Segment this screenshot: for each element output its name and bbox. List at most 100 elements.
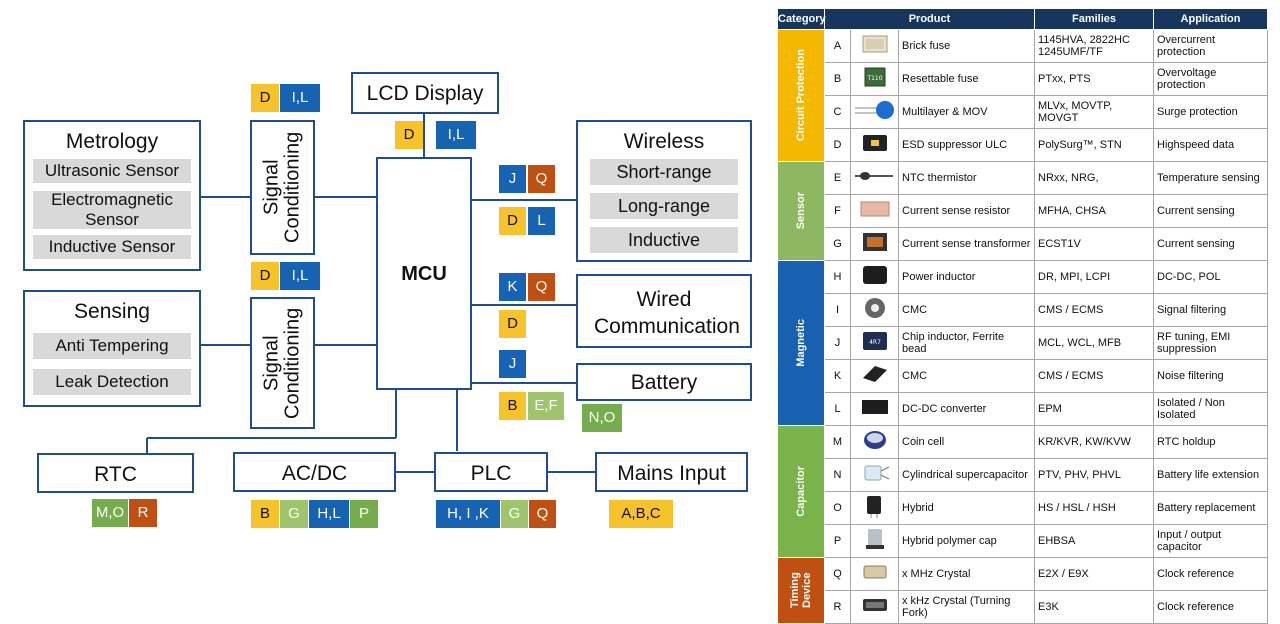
- product-application: Isolated / Non Isolated: [1153, 392, 1268, 426]
- product-families: PolySurg™, STN: [1034, 128, 1154, 162]
- product-image-cell: [850, 491, 899, 525]
- category-cell: Sensor: [777, 161, 825, 261]
- tag-j: J: [499, 165, 526, 193]
- metrology-block: Metrology Ultrasonic Sensor Electromagne…: [23, 120, 201, 271]
- tag-q: Q: [528, 165, 555, 193]
- chip-inductor-icon: 4R7: [857, 329, 893, 356]
- product-application: Clock reference: [1153, 557, 1268, 591]
- product-image-cell: [850, 227, 899, 261]
- category-cell: Timing Device: [777, 557, 825, 624]
- resettable-fuse-icon: T110: [857, 65, 893, 92]
- block-diagram: LCD Display Metrology Ultrasonic Sensor …: [23, 72, 752, 528]
- product-name: Current sense transformer: [898, 227, 1035, 261]
- product-name: Chip inductor, Ferrite bead: [898, 326, 1035, 360]
- product-families: CMS / ECMS: [1034, 359, 1154, 393]
- polymer-cap-icon: [857, 527, 893, 554]
- tag-l: L: [528, 207, 555, 235]
- product-name: Resettable fuse: [898, 62, 1035, 96]
- electromagnetic-sensor-label: Electromagnetic Sensor: [33, 190, 191, 229]
- tag-il: I,L: [436, 121, 476, 149]
- row-letter: B: [824, 62, 851, 96]
- product-name: Cylindrical supercapacitor: [898, 458, 1035, 492]
- product-name: Brick fuse: [898, 29, 1035, 63]
- product-image-cell: [850, 29, 899, 63]
- signal-conditioning-bottom-block: Signal Conditioning: [250, 297, 315, 429]
- product-application: Battery replacement: [1153, 491, 1268, 525]
- supercapacitor-icon: [857, 461, 893, 488]
- product-name: x kHz Crystal (Turning Fork): [898, 590, 1035, 624]
- product-application: Temperature sensing: [1153, 161, 1268, 195]
- product-name: Coin cell: [898, 425, 1035, 459]
- product-name: Multilayer & MOV: [898, 95, 1035, 129]
- rtc-block: RTC: [37, 453, 194, 493]
- cmc-smd-icon: [857, 362, 893, 389]
- row-letter: D: [824, 128, 851, 162]
- row-letter: G: [824, 227, 851, 261]
- product-image-cell: [850, 260, 899, 294]
- product-name: Hybrid polymer cap: [898, 524, 1035, 558]
- anti-tempering-label: Anti Tempering: [33, 333, 191, 359]
- product-families: 1145HVA, 2822HC 1245UMF/TF: [1034, 29, 1154, 63]
- tag-il: I,L: [280, 262, 320, 290]
- inductive-sensor-label: Inductive Sensor: [33, 235, 191, 259]
- acdc-label: AC/DC: [281, 462, 348, 485]
- mains-input-block: Mains Input: [595, 452, 748, 492]
- tag-g: G: [501, 500, 528, 528]
- product-application: DC-DC, POL: [1153, 260, 1268, 294]
- tag-g: G: [280, 500, 308, 528]
- tag-p: P: [350, 500, 378, 528]
- product-application: Current sensing: [1153, 227, 1268, 261]
- product-table: Category Product Families Application Ci…: [777, 8, 1268, 624]
- category-cell: Capacitor: [777, 425, 825, 558]
- header-category: Category: [777, 8, 826, 30]
- product-families: E3K: [1034, 590, 1154, 624]
- battery-label: Battery: [630, 371, 698, 394]
- tag-j: J: [499, 350, 526, 378]
- sensing-block: Sensing Anti Tempering Leak Detection: [23, 290, 201, 407]
- tag-d: D: [499, 207, 526, 235]
- tag-il: I,L: [280, 84, 320, 112]
- tag-q: Q: [528, 273, 555, 301]
- ultrasonic-sensor-label: Ultrasonic Sensor: [33, 159, 191, 183]
- mains-input-label: Mains Input: [617, 462, 726, 485]
- row-letter: J: [824, 326, 851, 360]
- sensing-title: Sensing: [74, 300, 150, 323]
- category-label: Circuit Protection: [794, 49, 807, 142]
- category-label: Timing Device: [788, 572, 813, 609]
- tag-d: D: [395, 121, 423, 149]
- tag-q: Q: [529, 500, 556, 528]
- row-letter: L: [824, 392, 851, 426]
- product-families: DR, MPI, LCPI: [1034, 260, 1154, 294]
- product-families: MFHA, CHSA: [1034, 194, 1154, 228]
- product-application: Noise filtering: [1153, 359, 1268, 393]
- sense-transformer-icon: [857, 230, 893, 257]
- product-name: CMC: [898, 359, 1035, 393]
- row-letter: I: [824, 293, 851, 327]
- tag-d: D: [251, 84, 279, 112]
- header-application: Application: [1153, 8, 1268, 30]
- coin-cell-icon: [857, 428, 893, 455]
- product-name: NTC thermistor: [898, 161, 1035, 195]
- row-letter: M: [824, 425, 851, 459]
- product-families: KR/KVR, KW/KVW: [1034, 425, 1154, 459]
- cmc-toroid-icon: [857, 296, 893, 323]
- signal-conditioning-bottom-label: Signal Conditioning: [260, 307, 304, 419]
- tag-hik: H, I ,K: [436, 500, 500, 528]
- product-families: MCL, WCL, MFB: [1034, 326, 1154, 360]
- product-name: CMC: [898, 293, 1035, 327]
- row-letter: N: [824, 458, 851, 492]
- product-families: E2X / E9X: [1034, 557, 1154, 591]
- product-families: CMS / ECMS: [1034, 293, 1154, 327]
